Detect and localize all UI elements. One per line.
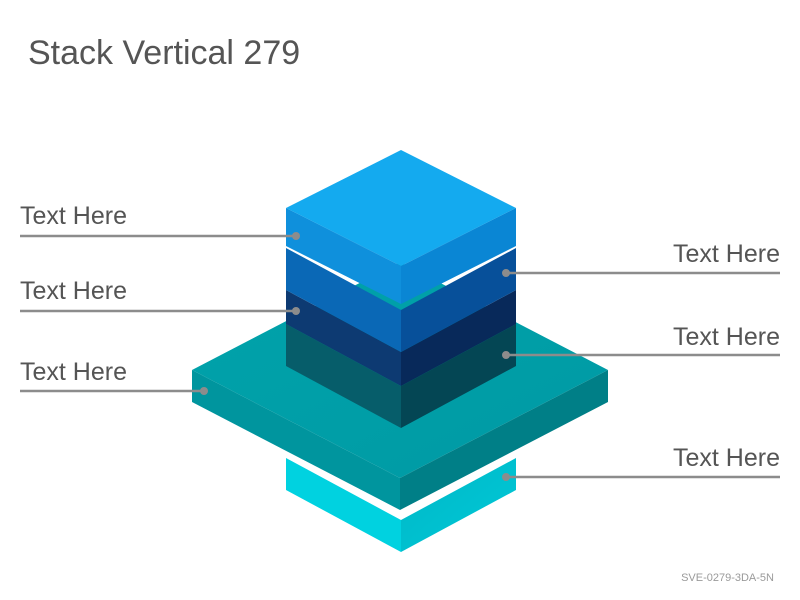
label-right-3: Text Here: [673, 444, 780, 472]
leader-lines: [20, 234, 780, 479]
leader-dot: [200, 387, 208, 395]
layer-top-blue: [286, 150, 516, 304]
leader-dots: [200, 232, 510, 481]
layer-medium-blue: [286, 248, 516, 352]
page-title: Stack Vertical 279: [28, 34, 301, 72]
label-left-2: Text Here: [20, 277, 127, 305]
leader-dot: [502, 351, 510, 359]
label-right-1: Text Here: [673, 240, 780, 268]
leader-dot: [292, 232, 300, 240]
label-left-3: Text Here: [20, 358, 127, 386]
leader-dot: [502, 269, 510, 277]
leader-dot: [292, 307, 300, 315]
label-left-1: Text Here: [20, 202, 127, 230]
slide-code: SVE-0279-3DA-5N: [681, 572, 774, 584]
layer-navy: [286, 290, 516, 428]
layer-base-cyan: [286, 458, 516, 552]
leader-dot: [502, 473, 510, 481]
label-right-2: Text Here: [673, 323, 780, 351]
